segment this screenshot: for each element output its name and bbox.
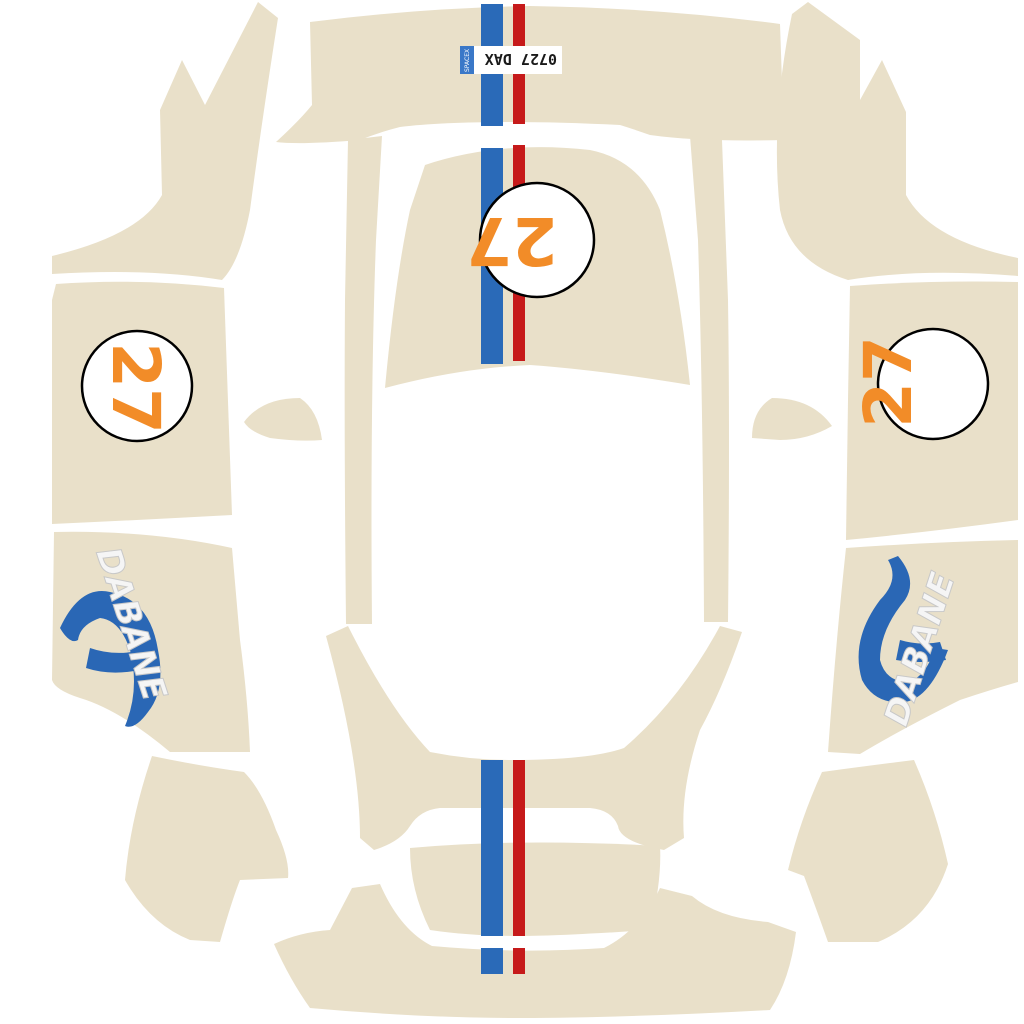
lower-left-skirt: [125, 756, 289, 942]
right-long-strip: [690, 136, 729, 622]
right-door-number-roundel: 27: [850, 327, 990, 441]
upper-left-fender: [52, 2, 278, 280]
lower-right-skirt: [788, 760, 948, 942]
blue-swirl-logo-icon: [60, 591, 161, 727]
hood-race-number: 27: [466, 202, 558, 279]
stripe-red-bumper: [513, 948, 525, 974]
hood-number-roundel: 27: [466, 181, 596, 299]
rear-valance-panel: [410, 842, 661, 936]
left-mirror-piece: [244, 398, 322, 441]
right-door-race-number: 27: [850, 336, 927, 428]
bottom-bumper-panel: [274, 884, 796, 1018]
stripe-blue-bumper: [481, 948, 503, 974]
blue-swirl-logo-icon: [858, 556, 948, 703]
plate-text: 0727 DAX: [485, 50, 557, 68]
license-plate: SPACEX 0727 DAX: [460, 46, 562, 74]
plate-tag-strip: [460, 46, 474, 74]
racing-stripes: [481, 4, 525, 974]
left-door-race-number: 27: [97, 342, 174, 434]
right-mirror-piece: [752, 398, 832, 440]
left-door-number-roundel: 27: [80, 329, 194, 443]
rear-deck-panel: [326, 626, 742, 850]
top-bumper-panel: [276, 6, 784, 144]
upper-right-fender: [776, 2, 1018, 280]
left-long-strip: [344, 136, 382, 624]
stripe-blue-rear: [481, 760, 503, 936]
plate-tag-text: SPACEX: [464, 49, 471, 72]
stripe-red-rear: [513, 760, 525, 936]
